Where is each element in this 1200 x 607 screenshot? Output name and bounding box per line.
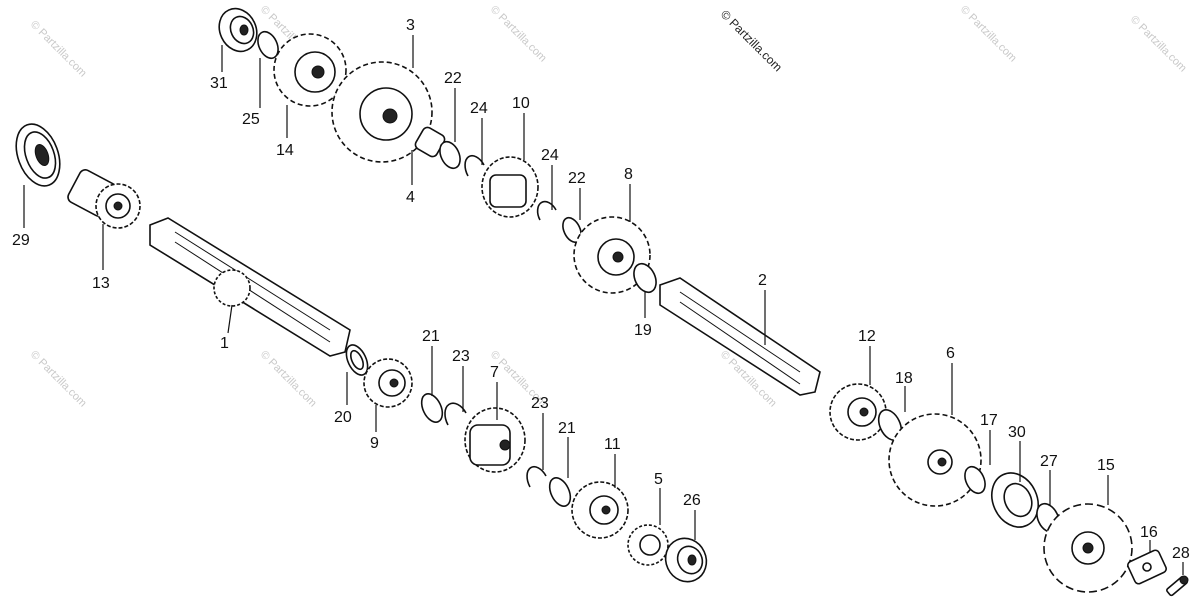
callout-label-1: 1 [220, 335, 229, 352]
callout-label-22: 22 [568, 170, 586, 187]
part-5-gear [627, 524, 669, 566]
part-6-gear [888, 413, 982, 507]
part-10-gear [481, 156, 539, 218]
part-11-gear [571, 481, 629, 539]
watermark: © Partzilla.com [958, 4, 1019, 65]
part-22-washer [439, 140, 461, 170]
part-17-washer [964, 465, 986, 495]
copyright-text: © Partzilla.com [718, 7, 785, 74]
part-1-mainshaft [149, 217, 351, 357]
callout-label-11: 11 [604, 436, 621, 453]
part-31-bearing [218, 7, 258, 53]
watermark: © Partzilla.com [28, 19, 89, 80]
callout-label-15: 15 [1097, 457, 1115, 474]
callout-label-30: 30 [1008, 424, 1026, 441]
part-25-washer [257, 30, 279, 60]
part-24-circlip [464, 154, 485, 177]
callout-label-19: 19 [634, 322, 652, 339]
watermark: © Partzilla.com [28, 349, 89, 410]
callout-label-29: 29 [12, 232, 30, 249]
callout-label-10: 10 [512, 95, 530, 112]
callout-label-23: 23 [452, 348, 470, 365]
callout-label-9: 9 [370, 435, 379, 452]
callout-label-21: 21 [558, 420, 576, 437]
part-15-sprocket [1043, 503, 1133, 593]
watermark: © Partzilla.com [1128, 14, 1189, 75]
part-7-gear [464, 407, 526, 473]
callout-label-18: 18 [895, 370, 913, 387]
callout-labels: 1 2 3 4 5 6 7 8 9 10 11 12 13 14 15 16 1… [12, 17, 1190, 562]
part-19-washer [633, 262, 657, 294]
part-30-bearing [991, 472, 1039, 528]
callout-label-20: 20 [334, 409, 352, 426]
callout-label-25: 25 [242, 111, 260, 128]
part-23-circlip [444, 402, 467, 426]
part-9-gear [363, 358, 413, 408]
part-26-bearing [664, 537, 708, 583]
callout-label-12: 12 [858, 328, 876, 345]
watermark: © Partzilla.com [488, 4, 549, 65]
part-16-plate [1127, 549, 1167, 585]
part-2-countershaft [659, 277, 821, 396]
callout-label-2: 2 [758, 272, 767, 289]
callout-label-6: 6 [946, 345, 955, 362]
part-21-washer [420, 393, 444, 423]
callout-label-21: 21 [422, 328, 440, 345]
leader-lines [23, 35, 1184, 575]
callout-label-14: 14 [276, 142, 294, 159]
part-23-circlip [526, 465, 547, 488]
part-28-bolt [1166, 575, 1189, 597]
part-29-bearing [15, 123, 61, 187]
watermark: © Partzilla.com [258, 349, 319, 410]
callout-label-5: 5 [654, 471, 663, 488]
callout-label-4: 4 [406, 189, 415, 206]
part-12-gear [829, 383, 887, 441]
watermarks: © Partzilla.com © Partzilla.com © Partzi… [28, 4, 1189, 410]
part-21-washer [548, 477, 572, 507]
callout-label-28: 28 [1172, 545, 1190, 562]
callout-label-26: 26 [683, 492, 701, 509]
callout-label-13: 13 [92, 275, 110, 292]
callout-label-24: 24 [541, 147, 559, 164]
callout-label-7: 7 [490, 364, 499, 381]
part-20-washer [345, 344, 369, 376]
callout-label-8: 8 [624, 166, 633, 183]
callout-label-24: 24 [470, 100, 488, 117]
callout-label-27: 27 [1040, 453, 1058, 470]
part-3-gear [331, 61, 433, 163]
part-24-circlip [536, 200, 557, 221]
callout-label-22: 22 [444, 70, 462, 87]
part-14-gear [273, 33, 347, 107]
part-8-gear [573, 216, 651, 294]
callout-label-17: 17 [980, 412, 998, 429]
callout-label-31: 31 [210, 75, 228, 92]
callout-label-3: 3 [406, 17, 415, 34]
part-13-gear [67, 169, 141, 229]
callout-label-23: 23 [531, 395, 549, 412]
callout-label-16: 16 [1140, 524, 1158, 541]
